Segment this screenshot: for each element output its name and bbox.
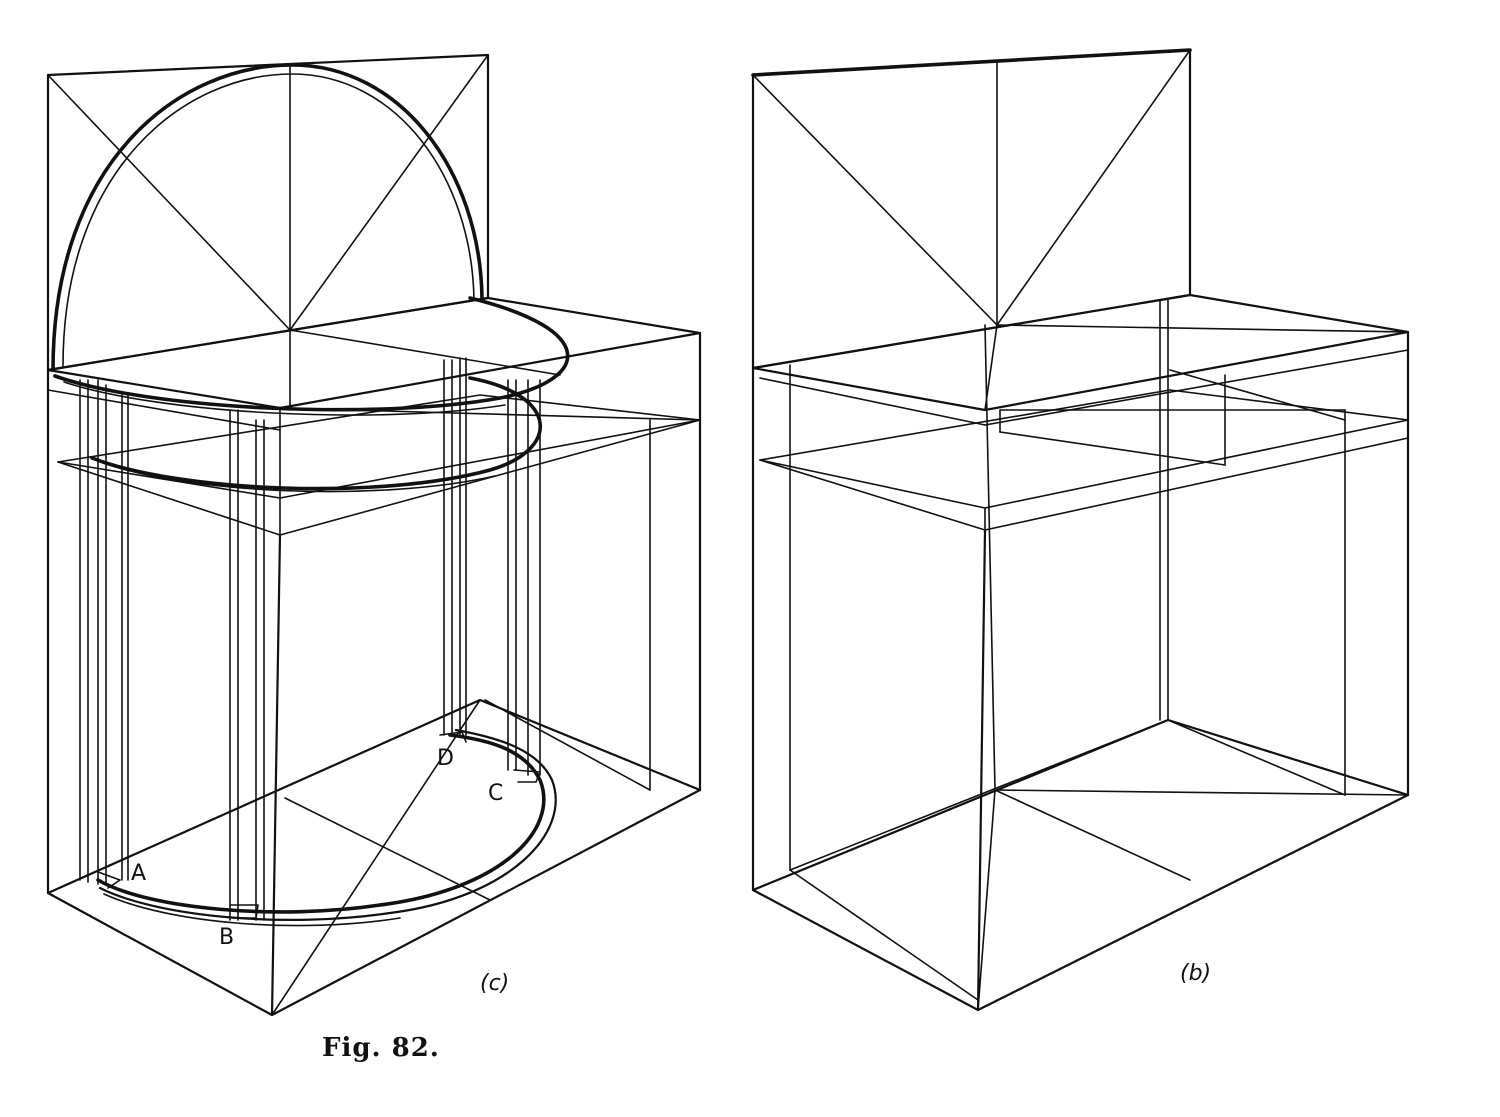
panel-b-apron-slab xyxy=(759,369,1409,531)
panel-c-top-half-ellipse xyxy=(53,296,570,416)
point-label-b: B xyxy=(219,925,234,950)
panel-c-lower-half-ellipse xyxy=(90,376,543,493)
panel-b-top-slab xyxy=(751,293,1410,433)
panel-c-drawing: A B C D (c) xyxy=(46,53,702,1017)
panel-c-back-semicircle xyxy=(51,63,484,372)
panel-b-box-outline xyxy=(751,299,1410,1012)
panel-c-apron-slab xyxy=(57,394,701,536)
panel-label-c: (c) xyxy=(480,971,509,996)
point-label-d: D xyxy=(437,746,454,771)
panel-b-drawing: (b) xyxy=(751,48,1410,1012)
panel-label-b: (b) xyxy=(1180,961,1211,986)
panel-c-leg-lines xyxy=(79,357,541,921)
panel-c-floor-half-ellipse xyxy=(96,728,557,927)
figure-caption: Fig. 82. xyxy=(322,1033,440,1063)
point-label-a: A xyxy=(131,861,146,886)
point-label-c: C xyxy=(488,781,503,806)
panel-c-back-plane xyxy=(46,53,490,372)
panel-b-back-plane xyxy=(751,48,1192,370)
panel-c-box-outline xyxy=(46,331,702,1017)
